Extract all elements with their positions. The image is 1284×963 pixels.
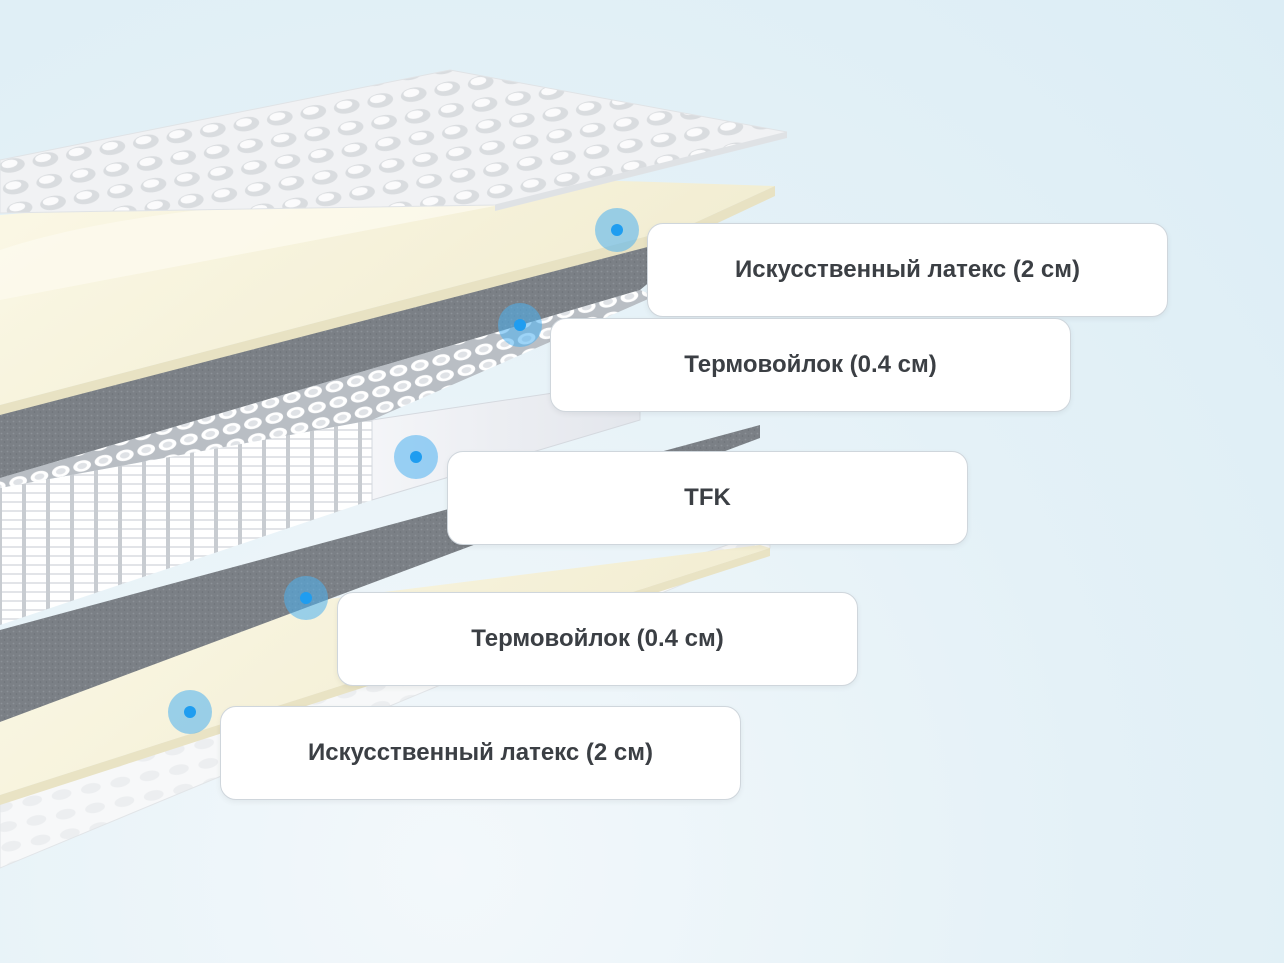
hotspot-dot <box>514 319 526 331</box>
callout-label: Искусственный латекс (2 см) <box>308 739 653 767</box>
hotspot-marker-lower-felt[interactable] <box>284 576 328 620</box>
callout-label: Термовойлок (0.4 см) <box>471 625 724 653</box>
hotspot-marker-upper-felt[interactable] <box>498 303 542 347</box>
hotspot-dot <box>611 224 623 236</box>
callout-tfk: TFK <box>447 451 968 545</box>
callout-label: Термовойлок (0.4 см) <box>684 351 937 379</box>
callout-label: Искусственный латекс (2 см) <box>735 256 1080 284</box>
callout-label: TFK <box>684 484 731 512</box>
callout-bottom-latex: Искусственный латекс (2 см) <box>220 706 741 800</box>
hotspot-dot <box>410 451 422 463</box>
hotspot-marker-tfk[interactable] <box>394 435 438 479</box>
callout-upper-felt: Термовойлок (0.4 см) <box>550 318 1071 412</box>
callout-lower-felt: Термовойлок (0.4 см) <box>337 592 858 686</box>
hotspot-dot <box>300 592 312 604</box>
hotspot-marker-bottom-latex[interactable] <box>168 690 212 734</box>
hotspot-dot <box>184 706 196 718</box>
hotspot-marker-top-latex[interactable] <box>595 208 639 252</box>
callout-top-latex: Искусственный латекс (2 см) <box>647 223 1168 317</box>
